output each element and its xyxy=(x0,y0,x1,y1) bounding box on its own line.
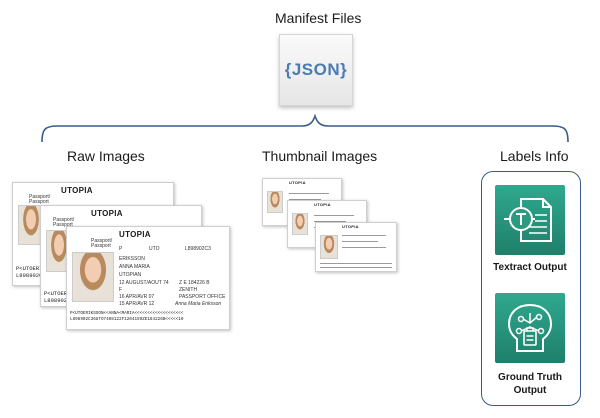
passport-photo xyxy=(320,235,338,259)
passport-country: UTOPIA xyxy=(314,202,331,207)
passport-field-nationality: UTOPIAN xyxy=(119,272,142,278)
json-icon: {JSON} xyxy=(279,34,353,106)
passport-field-birthplace: ZENITH xyxy=(179,287,198,293)
textract-output-label: Textract Output xyxy=(493,262,567,273)
passport-doc-label: Passport/Passport xyxy=(53,217,75,228)
passport-field-personal: Z E 184226 B xyxy=(179,280,210,286)
raw-images-title: Raw Images xyxy=(67,148,145,164)
passport-doc-label: Passport/Passport xyxy=(91,238,113,249)
textract-icon xyxy=(495,185,565,255)
textract-icon-glyph xyxy=(504,198,552,242)
thumbnail-passport-3: UTOPIA xyxy=(315,222,397,272)
passport-field-surname: ERIKSSON xyxy=(119,256,145,262)
passport-field-expiry: 15 APR/AVR 12 xyxy=(119,301,155,307)
ground-truth-icon-glyph xyxy=(507,303,553,352)
passport-doc-label: Passport/Passport xyxy=(29,194,51,205)
passport-signature: Anna Maria Eriksson xyxy=(175,301,222,307)
thumbnail-images-title: Thumbnail Images xyxy=(262,148,378,164)
passport-field-given: ANNA MARIA xyxy=(119,264,150,270)
passport-country: UTOPIA xyxy=(342,224,359,229)
passport-photo xyxy=(18,205,44,245)
passport-photo xyxy=(292,213,308,235)
passport-mrz: P<UTOERIKSSON<<ANNA<MARIA<<<<<<<<<<<<<<<… xyxy=(70,311,184,322)
passport-country: UTOPIA xyxy=(289,180,306,185)
passport-country: UTOPIA xyxy=(61,186,93,195)
passport-country: UTOPIA xyxy=(119,230,151,239)
passport-field-number: L898902C3 xyxy=(185,246,211,252)
ground-truth-icon xyxy=(495,293,565,363)
raw-passport-3: Passport/Passport UTOPIA P UTO L898902C3… xyxy=(66,226,230,330)
passport-field-type: P xyxy=(119,246,123,252)
passport-photo xyxy=(267,191,283,213)
passport-field-sex: F xyxy=(119,287,123,293)
passport-field-authority: PASSPORT OFFICE xyxy=(179,294,226,300)
labels-info-title: Labels Info xyxy=(500,148,569,164)
grouping-brace xyxy=(41,114,569,143)
passport-mrz: P<UTOERI L898902C xyxy=(16,265,43,279)
passport-field-issue: 16 APR/AVR 07 xyxy=(119,294,155,300)
json-badge-text: {JSON} xyxy=(284,60,348,79)
passport-country: UTOPIA xyxy=(91,209,123,218)
passport-photo xyxy=(72,252,114,302)
passport-mrz: P<UTOERI L898902C xyxy=(44,290,71,304)
passport-field-dob: 12 AUGUST/AOUT 74 xyxy=(119,280,169,286)
manifest-files-title: Manifest Files xyxy=(275,10,362,26)
passport-field-code: UTO xyxy=(149,246,160,252)
